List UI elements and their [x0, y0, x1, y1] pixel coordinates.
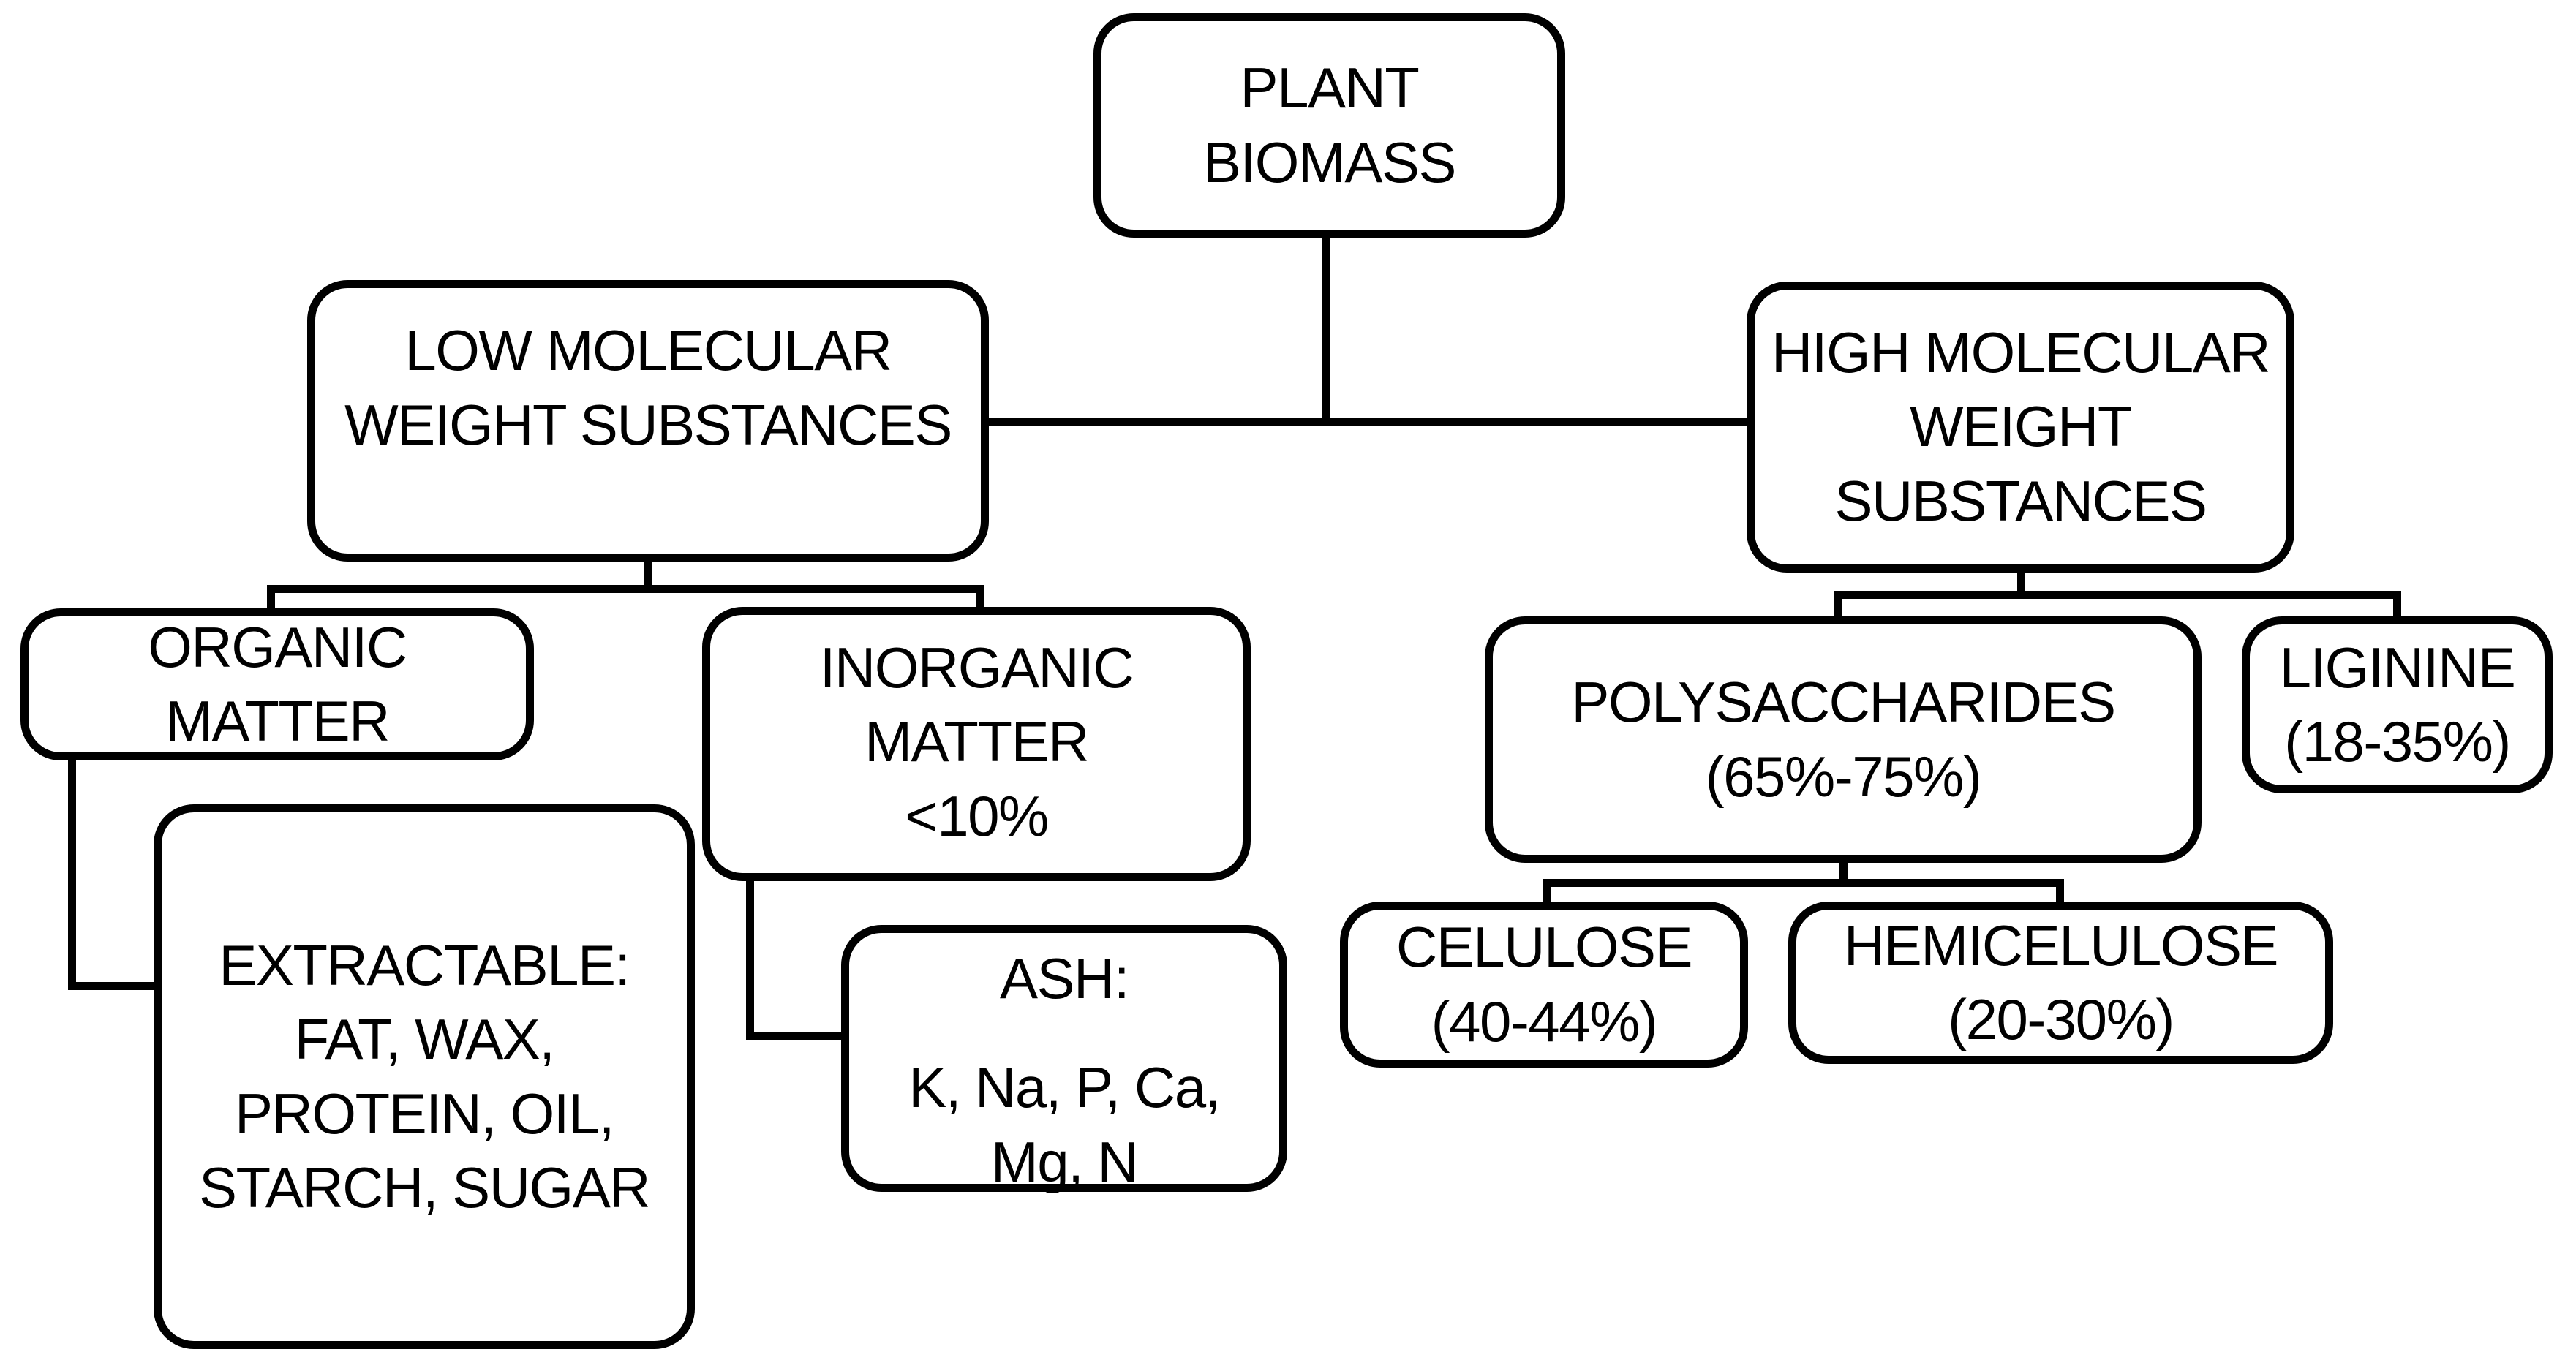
node-label-line: LOW MOLECULAR [404, 318, 892, 383]
connector-high-distribution [1834, 591, 2401, 599]
node-organic-matter: ORGANIC MATTER [20, 608, 534, 760]
node-label-block: K, Na, P, Ca, Mg, N [908, 1051, 1221, 1199]
node-label-line: PROTEIN, OIL, [235, 1081, 614, 1146]
node-label-block: INORGANIC MATTER [820, 631, 1134, 779]
node-high-molecular-weight-substances: HIGH MOLECULAR WEIGHT SUBSTANCES [1747, 282, 2294, 573]
node-label-line: (40-44%) [1431, 989, 1658, 1054]
node-label-line: STARCH, SUGAR [198, 1155, 651, 1220]
connector-drop-organic [267, 585, 275, 613]
node-label-line: MATTER [165, 689, 390, 753]
node-label-line: FAT, WAX, [294, 1007, 555, 1072]
node-label-line: SUBSTANCES [1834, 468, 2208, 533]
connector-inorganic-down [746, 881, 754, 1040]
connector-drop-inorganic [976, 585, 984, 613]
node-label-line: HIGH MOLECULAR [1771, 320, 2271, 385]
connector-low-stub [644, 562, 652, 593]
node-celulose: CELULOSE (40-44%) [1340, 902, 1748, 1068]
connector-plant-stub [1322, 238, 1330, 424]
node-label-line: HEMICELULOSE [1843, 913, 2279, 978]
node-label-line: (20-30%) [1948, 987, 2174, 1051]
connector-drop-polysaccharides [1834, 591, 1842, 621]
connector-drop-hemicelulose [2056, 879, 2064, 906]
node-label-line: PLANT [1240, 56, 1420, 121]
connector-drop-liginine [2393, 591, 2401, 621]
node-label-line: ORGANIC [148, 614, 407, 679]
connector-high-stub [2017, 573, 2025, 599]
connector-inorganic-elbow [746, 1032, 849, 1040]
node-label-line: INORGANIC [819, 635, 1134, 700]
node-label-line: BIOMASS [1203, 129, 1456, 194]
connector-low-distribution [267, 585, 984, 593]
node-label-line: WEIGHT [1910, 394, 2132, 459]
connector-drop-celulose [1543, 879, 1551, 906]
connector-organic-elbow [68, 982, 162, 990]
node-low-molecular-weight-substances: LOW MOLECULAR WEIGHT SUBSTANCES [307, 280, 989, 562]
node-label-line: LIGININE [2279, 635, 2516, 700]
connector-organic-down [68, 760, 76, 990]
node-label-line: MATTER [865, 709, 1089, 774]
node-label-line: CELULOSE [1396, 915, 1693, 980]
node-label-line: POLYSACCHARIDES [1571, 670, 2116, 735]
node-hemicelulose: HEMICELULOSE (20-30%) [1788, 902, 2333, 1064]
node-label-line: EXTRACTABLE: [219, 932, 630, 997]
connector-poly-distribution [1543, 879, 2064, 887]
node-polysaccharides: POLYSACCHARIDES (65%-75%) [1485, 616, 2202, 863]
node-label-line: (65%-75%) [1705, 744, 1982, 809]
node-inorganic-matter: INORGANIC MATTER <10% [702, 607, 1251, 881]
node-label-line: Mg, N [990, 1129, 1139, 1194]
node-heading: ASH: [999, 946, 1130, 1011]
node-plant-biomass: PLANT BIOMASS [1093, 13, 1565, 238]
connector-poly-stub [1839, 863, 1848, 887]
connector-main-horizontal [989, 418, 1747, 426]
node-label-line: WEIGHT SUBSTANCES [344, 392, 952, 457]
node-note-percentage: <10% [905, 783, 1049, 848]
node-extractable: EXTRACTABLE: FAT, WAX, PROTEIN, OIL, STA… [154, 804, 695, 1349]
node-label-line: (18-35%) [2284, 709, 2511, 774]
node-label-line: K, Na, P, Ca, [908, 1055, 1221, 1120]
node-liginine: LIGININE (18-35%) [2242, 616, 2553, 793]
node-ash: ASH: K, Na, P, Ca, Mg, N [841, 925, 1287, 1194]
